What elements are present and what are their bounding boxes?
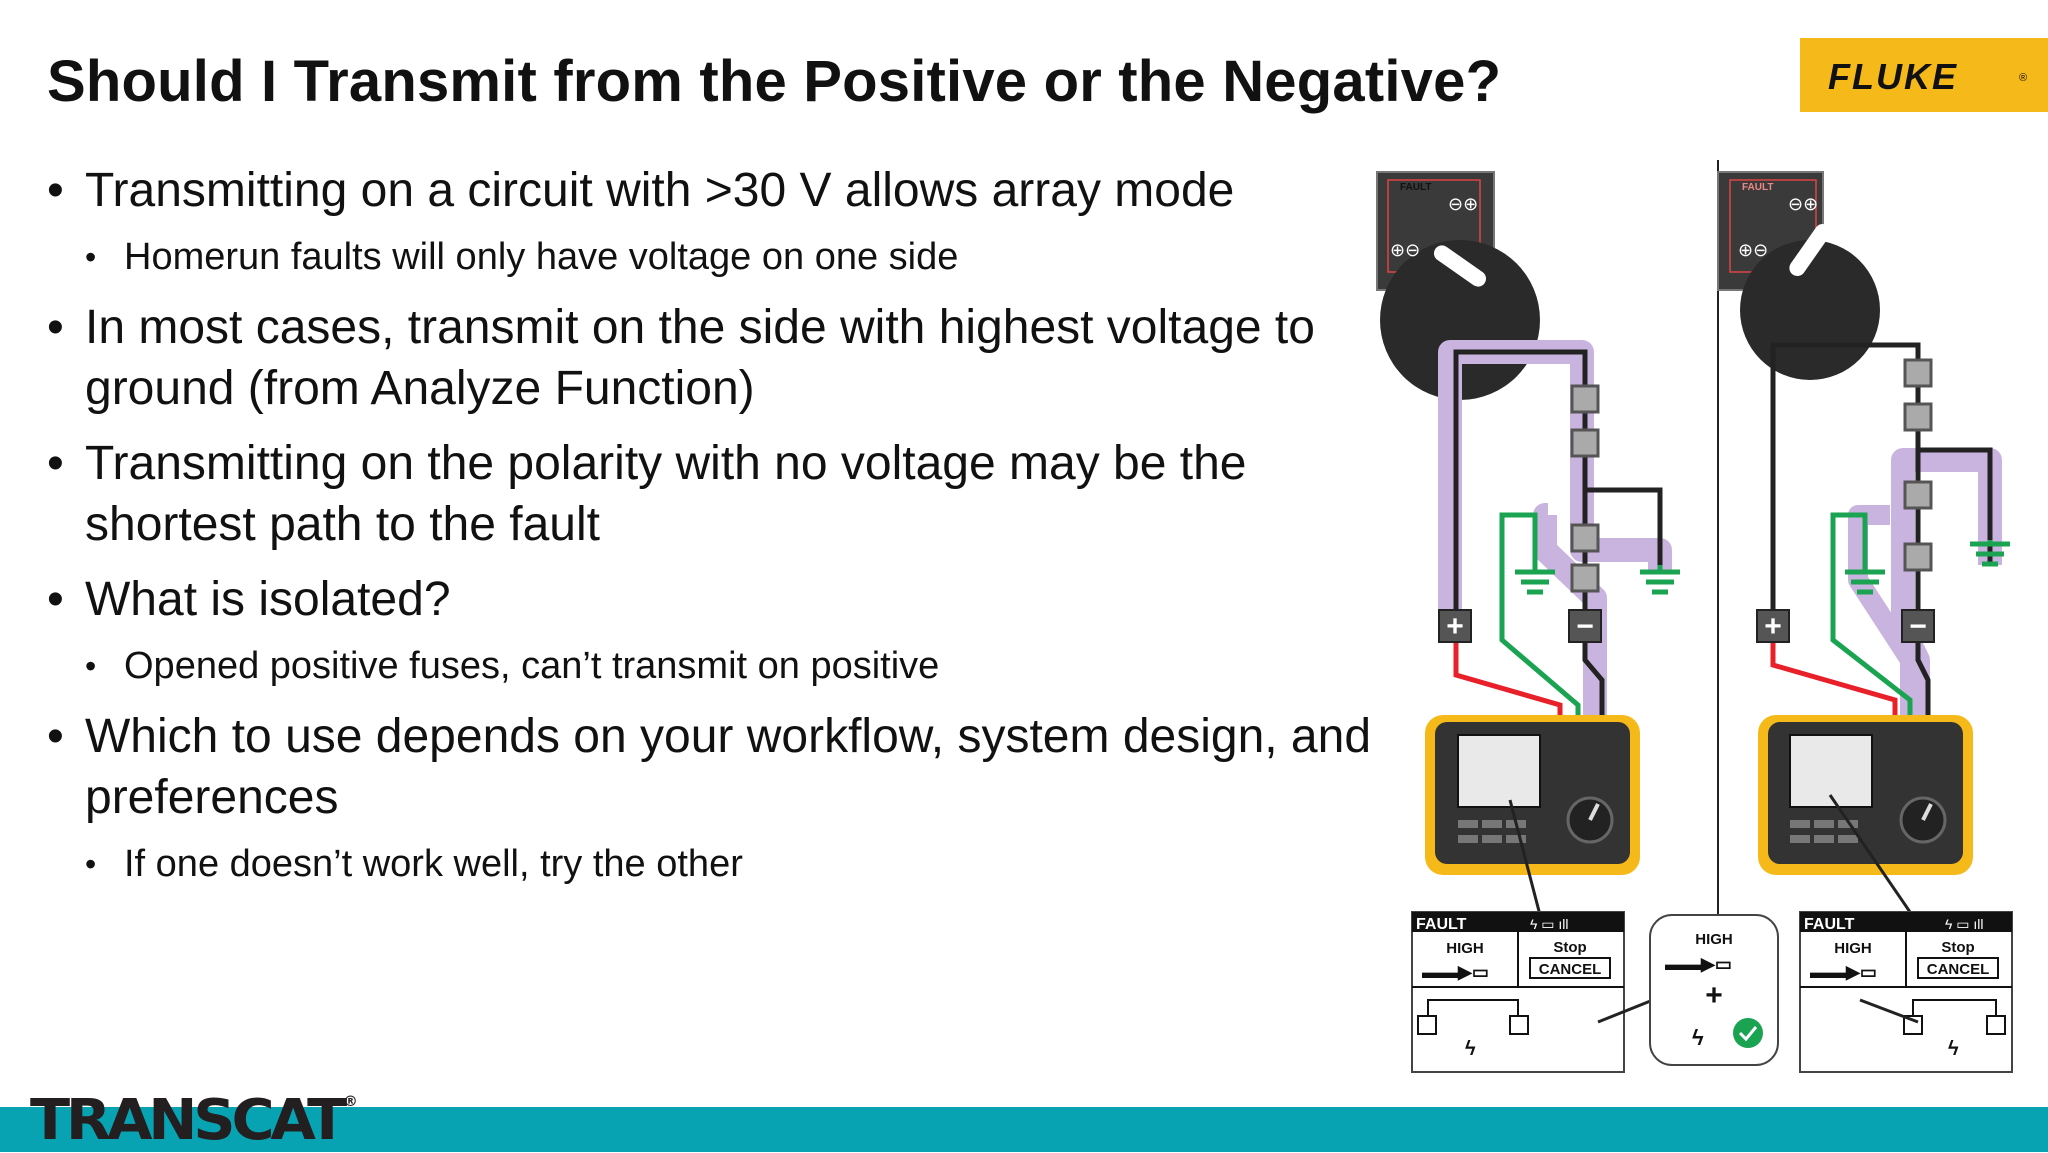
bullet-what-isolated: What is isolated? [47,569,1377,630]
negative-string-wire-left [1453,349,1588,620]
transcat-logo-text: TRANSCAT [30,1088,347,1153]
svg-text:ϟ: ϟ [1465,1038,1476,1060]
svg-text:▬▬▶▭: ▬▬▶▭ [1810,962,1877,982]
meter-screen-right: FAULT ϟ ▭ ıll HIGH Stop CANCEL ▬▬▶▭ ϟ [1799,911,2013,1073]
transcat-registered-mark: ® [343,1094,358,1110]
sub-bullet-try-other: If one doesn’t work well, try the other [47,840,1377,888]
meter-screen-center: HIGH ▬▬▶▭ + ϟ [1649,914,1779,1066]
ground-symbol-right-1 [1845,555,1885,595]
screen-left-cancel: CANCEL [1539,961,1602,978]
fluke-logo: FLUKE ® [1800,38,2048,112]
svg-text:ϟ ▭ ıll: ϟ ▭ ıll [1945,916,1984,932]
svg-text:⊖⊕: ⊖⊕ [1448,194,1478,214]
bullet-highest-voltage: In most cases, transmit on the side with… [47,297,1377,419]
negative-terminal-right: − [1901,609,1935,643]
svg-text:⊕⊖: ⊕⊖ [1738,240,1768,260]
left-setup: FAULT ⊖⊕ ⊕⊖ + [1376,171,1680,1073]
sub-bullet-homerun-faults: Homerun faults will only have voltage on… [47,233,1377,281]
svg-text:+: + [1446,610,1464,643]
dial-fault-label-right: FAULT [1742,182,1773,193]
svg-text:+: + [1764,610,1782,643]
pv-modules-left [1570,384,1600,593]
positive-terminal-right: + [1756,609,1790,643]
svg-text:▬▬▶▭: ▬▬▶▭ [1422,962,1489,982]
fluke-registered-mark: ® [2019,72,2028,84]
ground-symbol-left-1 [1515,555,1555,595]
ground-lead-right [1830,512,1913,750]
positive-terminal-left: + [1438,609,1472,643]
svg-text:▬▬▶▭: ▬▬▶▭ [1665,954,1732,974]
right-setup: FAULT ⊕⊖ ⊖⊕ + [1717,171,2013,1073]
transmit-polarity-diagram: FAULT ⊖⊕ ⊕⊖ + [1376,160,2013,1073]
dial-graphic-right: FAULT ⊕⊖ ⊖⊕ [1717,171,1880,380]
pv-modules-right [1903,358,1933,572]
screen-right-high: HIGH [1834,940,1872,957]
svg-text:ϟ ▭ ıll: ϟ ▭ ıll [1530,916,1569,932]
negative-terminal-left: − [1568,609,1602,643]
fluke-meter-left [1425,715,1640,875]
ground-symbol-left-2 [1640,565,1680,595]
svg-text:⊕⊖: ⊕⊖ [1390,240,1420,260]
screen-right-stop: Stop [1941,939,1974,956]
fluke-logo-text: FLUKE [1828,56,1958,97]
screen-left-stop: Stop [1553,939,1586,956]
transcat-logo: TRANSCAT® [30,1088,358,1153]
bullet-no-voltage-polarity: Transmitting on the polarity with no vol… [47,433,1377,555]
bullet-workflow: Which to use depends on your workflow, s… [47,706,1377,828]
screen-center-high: HIGH [1695,931,1733,948]
screen-center-plus: + [1705,979,1723,1012]
meter-screen-left: FAULT ϟ ▭ ıll HIGH Stop CANCEL ▬▬▶▭ ϟ [1411,911,1625,1073]
screen-right-mode: FAULT [1804,916,1855,933]
bullet-list: Transmitting on a circuit with >30 V all… [47,160,1377,904]
footer-bar [0,1107,2048,1152]
ground-lead-left [1499,512,1581,750]
fluke-meter-right [1758,715,1973,875]
ground-symbol-right-2 [1970,540,2010,567]
slide-title: Should I Transmit from the Positive or t… [47,49,1502,114]
check-icon [1733,1018,1763,1048]
screen-right-cancel: CANCEL [1927,961,1990,978]
svg-text:⊖⊕: ⊖⊕ [1788,194,1818,214]
svg-text:ϟ: ϟ [1692,1025,1704,1050]
dial-fault-label-left: FAULT [1400,182,1431,193]
svg-text:−: − [1909,610,1927,643]
sub-bullet-opened-fuses: Opened positive fuses, can’t transmit on… [47,642,1377,690]
svg-text:ϟ: ϟ [1948,1038,1959,1060]
screen-left-mode: FAULT [1416,916,1467,933]
dial-graphic-left: FAULT ⊖⊕ ⊕⊖ [1376,171,1540,400]
screen-left-high: HIGH [1446,940,1484,957]
bullet-array-mode: Transmitting on a circuit with >30 V all… [47,160,1377,221]
svg-text:−: − [1576,610,1594,643]
